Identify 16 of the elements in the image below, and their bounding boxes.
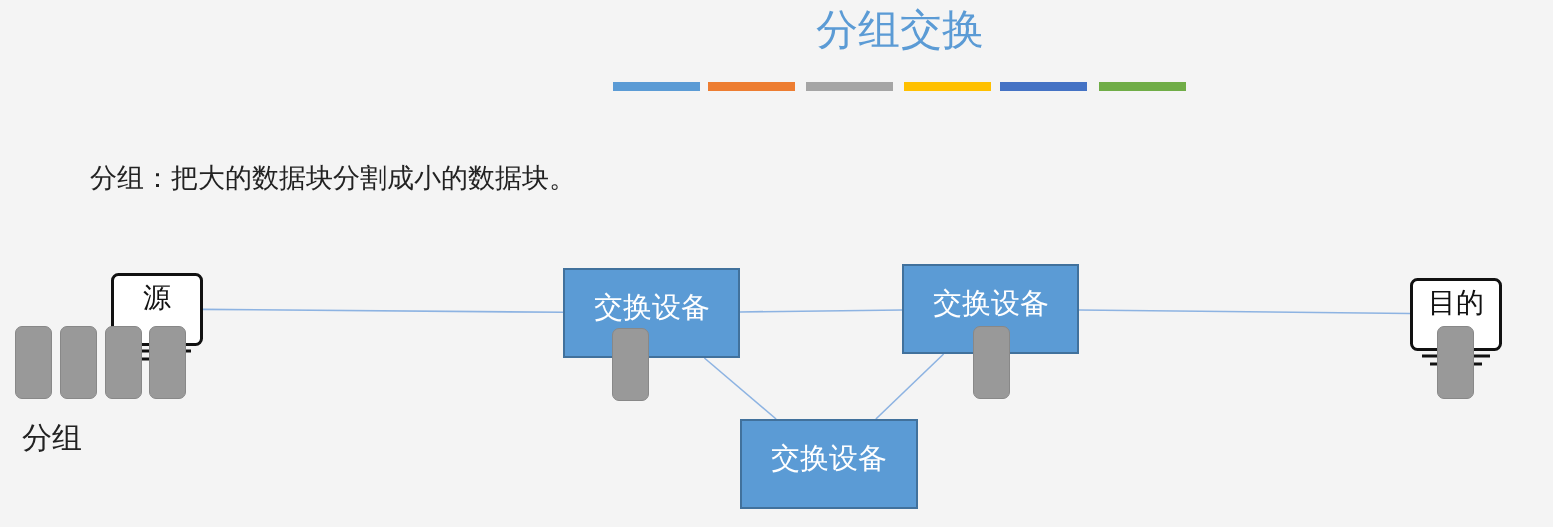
connection-line (202, 308, 564, 314)
switch-box (740, 419, 918, 509)
node-label: 源 (143, 280, 171, 316)
definition-text: 分组：把大的数据块分割成小的数据块。 (90, 161, 576, 195)
connection-line (1078, 309, 1411, 315)
node-label: 交换设备 (593, 289, 710, 326)
connection-line (703, 357, 777, 420)
title: 分组交换 (815, 4, 985, 56)
node-label: 目的 (1428, 285, 1484, 321)
node-label: 交换设备 (932, 285, 1049, 322)
switch-box (902, 264, 1079, 354)
node-label: 交换设备 (771, 440, 887, 477)
packet-caption: 分组 (22, 419, 82, 457)
connection-line (875, 353, 945, 420)
connection-line (739, 309, 903, 313)
switch-box (563, 268, 740, 358)
